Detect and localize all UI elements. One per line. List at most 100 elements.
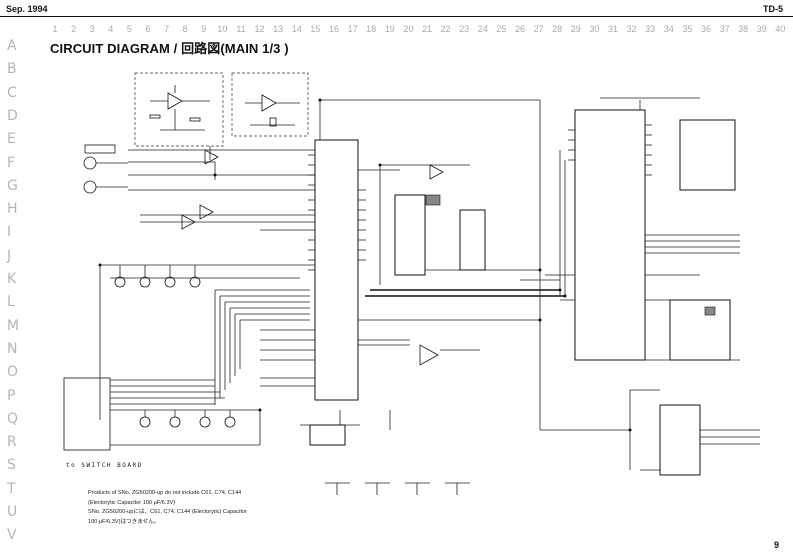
column-number: 39 <box>756 24 767 34</box>
column-number: 6 <box>145 24 151 34</box>
junction-dots <box>98 98 632 432</box>
opamp-4 <box>181 214 196 230</box>
row-letter: G <box>7 177 18 194</box>
trimmer <box>425 194 441 206</box>
ic-small-regulator <box>309 424 346 446</box>
switch-board-connector <box>63 377 111 451</box>
row-letter: F <box>7 154 16 171</box>
column-number: 7 <box>164 24 170 34</box>
row-letter: S <box>7 457 16 474</box>
row-letter: C <box>7 84 17 101</box>
footnote: Products of SNo. ZG50200-up do not inclu… <box>88 489 288 527</box>
ic-dsp <box>574 109 646 361</box>
footnote-line: 100 μF/6.3V)はつきません。 <box>88 518 160 525</box>
row-letter: Q <box>7 410 19 427</box>
row-letter: P <box>7 387 16 404</box>
footnote-line: SNo. ZG50200-upには、C61, C74, C144 (Electo… <box>88 509 247 515</box>
ic-pin-ticks <box>308 124 652 271</box>
column-number: 12 <box>254 24 265 34</box>
option-box-right-contents <box>245 94 300 127</box>
column-number: 34 <box>663 24 674 34</box>
column-number: 1 <box>52 24 58 34</box>
column-number: 23 <box>459 24 470 34</box>
column-number: 15 <box>310 24 321 34</box>
column-number: 8 <box>182 24 188 34</box>
row-letter: U <box>7 504 18 520</box>
column-number: 5 <box>126 24 132 34</box>
column-number: 17 <box>347 24 358 34</box>
footnote-line: Products of SNo. ZG50200-up do not inclu… <box>88 490 242 496</box>
column-number: 25 <box>496 24 507 34</box>
wiring <box>99 97 760 471</box>
column-number: 10 <box>217 24 228 34</box>
column-number: 11 <box>236 24 246 34</box>
connector-top <box>84 144 116 154</box>
opamp-1 <box>204 149 219 165</box>
column-number: 35 <box>682 24 693 34</box>
header-model: TD-5 <box>763 4 783 14</box>
header-date: Sep. 1994 <box>6 4 48 14</box>
footnote-line: (Electorytic Capacitor 100 μF/6.3V) <box>88 499 176 506</box>
column-number: 29 <box>570 24 581 34</box>
option-box-left <box>134 72 224 147</box>
column-number: 9 <box>201 24 207 34</box>
jack-out <box>83 180 97 194</box>
column-number: 37 <box>719 24 730 34</box>
row-letter: N <box>7 340 18 357</box>
header-rule <box>0 16 793 17</box>
column-number: 2 <box>71 24 77 34</box>
column-number: 30 <box>589 24 600 34</box>
column-number: 38 <box>738 24 749 34</box>
opamp-3 <box>429 164 444 180</box>
row-letter: R <box>7 434 17 451</box>
column-number: 18 <box>366 24 377 34</box>
column-number: 26 <box>514 24 526 34</box>
row-letter: M <box>7 317 20 334</box>
column-number: 36 <box>700 24 712 34</box>
row-letter: E <box>7 131 16 148</box>
page-title: CIRCUIT DIAGRAM / 回路図(MAIN 1/3 ) <box>50 41 289 56</box>
row-letter: D <box>7 107 18 124</box>
nand-gate <box>419 344 439 366</box>
bottom-connectors <box>325 482 470 495</box>
row-letter: I <box>7 224 12 241</box>
switch-board-label: to SWITCH BOARD <box>66 462 143 469</box>
row-letter: B <box>7 61 17 78</box>
page-number: 9 <box>773 540 779 550</box>
column-number: 13 <box>273 24 284 34</box>
ic-buffer <box>459 209 486 271</box>
column-number: 40 <box>775 24 786 34</box>
column-number: 14 <box>291 24 302 34</box>
column-number: 33 <box>645 24 656 34</box>
option-box-right <box>231 72 309 137</box>
row-letter: T <box>7 480 16 497</box>
row-letter: V <box>7 527 17 544</box>
column-number: 21 <box>421 24 433 34</box>
column-number: 3 <box>89 24 95 34</box>
column-number: 19 <box>384 24 395 34</box>
column-number: 16 <box>328 24 340 34</box>
column-number: 20 <box>403 24 414 34</box>
column-number: 22 <box>440 24 451 34</box>
ic-main-cpu <box>314 139 359 401</box>
opamp-2 <box>199 204 214 220</box>
row-letter: J <box>7 247 12 264</box>
ic-ram <box>669 299 731 361</box>
transistor-row-bottom <box>139 410 236 428</box>
ic-rom <box>679 119 736 191</box>
transistor-row-top <box>114 265 201 288</box>
ic-gate-array <box>394 194 426 276</box>
row-letter: O <box>7 364 19 381</box>
row-letter: K <box>7 271 17 287</box>
option-box-left-contents <box>149 85 210 131</box>
ic-interface <box>659 404 701 476</box>
column-number: 4 <box>108 24 114 34</box>
column-number: 31 <box>607 24 619 34</box>
row-letter: L <box>7 294 15 311</box>
column-number: 24 <box>477 24 488 34</box>
row-letter: H <box>7 201 18 218</box>
